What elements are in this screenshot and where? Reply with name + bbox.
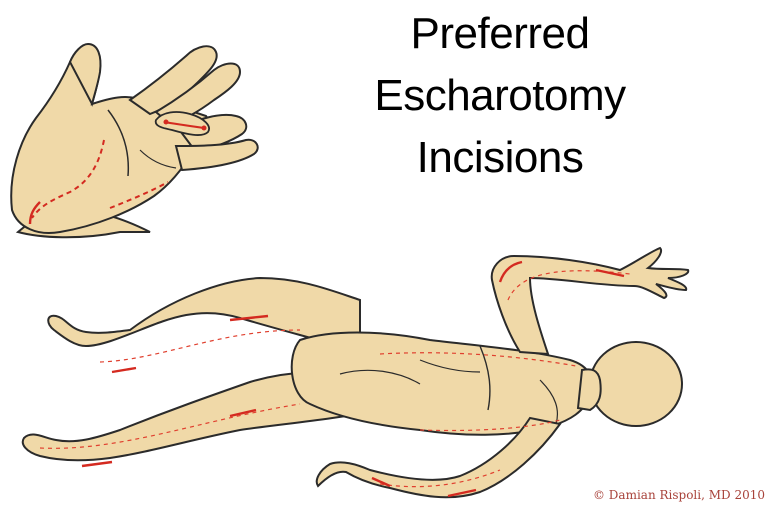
page-title-line-3: Incisions xyxy=(300,134,700,182)
body-neck xyxy=(578,369,601,410)
incision-lower-leg-calf xyxy=(82,462,112,466)
page-title-line-2: Escharotomy xyxy=(300,72,700,120)
body-head xyxy=(590,342,682,426)
copyright-notice: © Damian Rispoli, MD 2010 xyxy=(560,488,765,502)
page-title-line-1: Preferred xyxy=(300,10,700,58)
hand-incision-dot xyxy=(164,120,169,125)
body-raised-arm xyxy=(492,248,689,354)
hand-illustration xyxy=(11,44,257,237)
body-torso xyxy=(292,333,593,435)
incision-upper-leg-calf xyxy=(112,368,136,372)
hand-incision-dot xyxy=(202,126,207,131)
body-illustration xyxy=(23,248,688,497)
